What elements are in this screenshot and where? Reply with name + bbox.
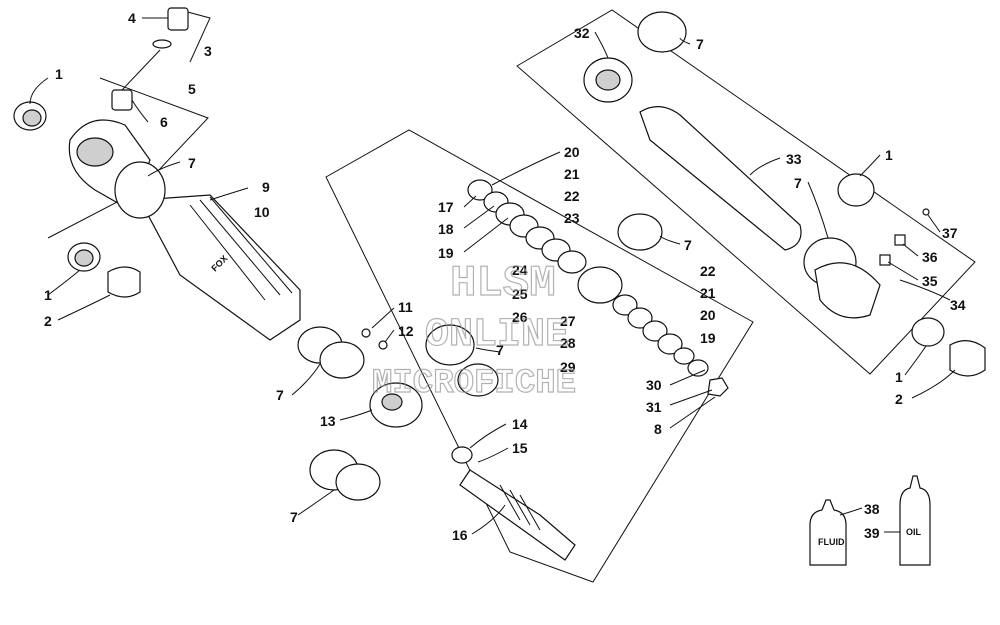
callout-34: 34 — [950, 297, 966, 313]
shaft-assembly — [451, 446, 576, 561]
callout-10: 10 — [254, 204, 270, 220]
spherical-bearing-bottom — [67, 242, 141, 298]
callout-25: 25 — [512, 286, 528, 302]
reservoir-seal — [637, 11, 687, 53]
callout-19-left: 19 — [438, 245, 454, 261]
oil-bottle: OIL — [899, 475, 931, 566]
eyelet-group-frame — [47, 77, 209, 239]
callout-8: 8 — [654, 421, 662, 437]
callout-21-left: 21 — [564, 166, 580, 182]
callout-22-left: 22 — [564, 188, 580, 204]
callout-27: 27 — [560, 313, 576, 329]
callout-13: 13 — [320, 413, 336, 429]
callout-36: 36 — [922, 249, 938, 265]
watermark-line3: MICROFICHE — [372, 365, 576, 403]
spherical-bearing-top — [13, 101, 47, 131]
leader-lines — [29, 17, 956, 535]
callout-18: 18 — [438, 221, 454, 237]
callout-4: 4 — [128, 10, 136, 26]
callout-7-dome: 7 — [188, 155, 196, 171]
callout-35: 35 — [922, 273, 938, 289]
callout-1-right-top: 1 — [885, 147, 893, 163]
fluid-bottle: FLUID — [809, 499, 847, 566]
callout-26: 26 — [512, 309, 528, 325]
seal-rings-left — [297, 324, 499, 397]
shim-stack-right — [612, 294, 729, 397]
callout-28: 28 — [560, 335, 576, 351]
callout-29: 29 — [560, 359, 576, 375]
callout-17: 17 — [438, 199, 454, 215]
callout-20-left: 20 — [564, 144, 580, 160]
callout-2-right: 2 — [895, 391, 903, 407]
reservoir-group-frame — [516, 9, 976, 375]
watermark-line1: HLSM — [450, 259, 556, 309]
callout-11: 11 — [398, 299, 413, 315]
oil-bottle-label: OIL — [906, 527, 922, 537]
callout-6: 6 — [160, 114, 168, 130]
compression-piston — [577, 266, 623, 304]
piston-assembly — [361, 328, 423, 428]
callout-numbers: 4 3 5 6 1 7 9 10 1 2 11 12 7 13 7 7 14 1… — [44, 10, 966, 543]
fluid-bottle-label: FLUID — [818, 537, 845, 547]
callout-22-right: 22 — [700, 263, 716, 279]
callout-7-piston: 7 — [496, 342, 504, 358]
callout-24: 24 — [512, 262, 528, 278]
callout-12: 12 — [398, 323, 414, 339]
callout-7-top: 7 — [696, 36, 704, 52]
callout-30: 30 — [646, 377, 662, 393]
callout-15: 15 — [512, 440, 528, 456]
callout-9: 9 — [262, 179, 270, 195]
callout-5: 5 — [188, 81, 196, 97]
watermark: HLSM ONLINE MICROFICHE — [371, 258, 576, 403]
callout-2-left: 2 — [44, 313, 52, 329]
callout-7-lower: 7 — [290, 509, 298, 525]
callout-23: 23 — [564, 210, 580, 226]
callout-3: 3 — [204, 43, 212, 59]
seal-rings-lower — [309, 449, 381, 501]
callout-37: 37 — [942, 225, 958, 241]
callout-21-right: 21 — [700, 285, 716, 301]
callout-7-left: 7 — [276, 387, 284, 403]
callout-1-bottom: 1 — [44, 287, 52, 303]
callout-16: 16 — [452, 527, 468, 543]
reservoir-cap — [583, 57, 633, 103]
callout-32: 32 — [574, 25, 590, 41]
seal-ring-mid — [617, 213, 663, 251]
callout-7-mid: 7 — [684, 237, 692, 253]
shock-body: FOX — [68, 119, 301, 341]
callout-33: 33 — [786, 151, 802, 167]
lower-bearing-right — [911, 317, 986, 377]
reservoir-end — [803, 173, 930, 319]
callout-1-right-bottom: 1 — [895, 369, 903, 385]
cap-group-frame — [179, 9, 211, 63]
callout-14: 14 — [512, 416, 528, 432]
shim-stack-left — [467, 179, 587, 274]
callout-38: 38 — [864, 501, 880, 517]
callout-1-top: 1 — [55, 66, 63, 82]
watermark-line2: ONLINE — [425, 313, 569, 358]
callout-20-right: 20 — [700, 307, 716, 323]
reservoir-dome — [114, 161, 166, 219]
callout-19-right: 19 — [700, 330, 716, 346]
callout-7-right: 7 — [794, 175, 802, 191]
cap-and-fitting — [111, 7, 189, 111]
callout-39: 39 — [864, 525, 880, 541]
reservoir-tube — [639, 106, 802, 251]
callout-31: 31 — [646, 399, 662, 415]
